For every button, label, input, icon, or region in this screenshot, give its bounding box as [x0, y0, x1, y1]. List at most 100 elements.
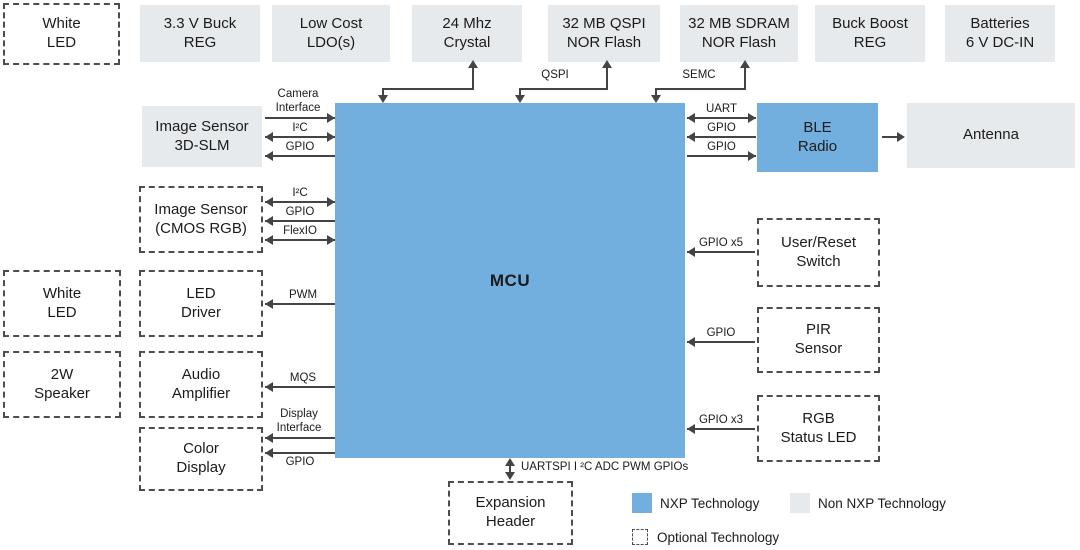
arrow-up-qspi-icon	[602, 60, 612, 68]
block-antenna: Antenna	[907, 103, 1075, 168]
line-gpio-ble-in	[687, 136, 756, 138]
line-gpio-x5	[687, 251, 755, 253]
block-image-sensor-3d: Image Sensor 3D-SLM	[142, 106, 262, 167]
line-camera-interface	[265, 117, 335, 119]
label-i2c-3d: I²C	[292, 122, 308, 134]
arrow-left-gpio-3d-icon	[265, 151, 273, 161]
arrow-left-gpio-cmos-icon	[265, 216, 273, 226]
label-semc: SEMC	[682, 69, 716, 81]
line-gpio-display	[265, 452, 335, 454]
arrow-up-semc-icon	[740, 60, 750, 68]
label-mqs: MQS	[289, 372, 317, 384]
line-qspi-horizontal	[519, 88, 608, 90]
label-uart: UART	[705, 103, 738, 115]
label-qspi: QSPI	[541, 69, 569, 81]
arrow-left-gpio-ble-in-icon	[687, 132, 695, 142]
label-gpio-x5: GPIO x5	[698, 237, 744, 249]
line-flexio	[265, 239, 335, 241]
block-batteries: Batteries 6 V DC-IN	[945, 5, 1055, 62]
arrow-down-semc-icon	[651, 95, 661, 103]
block-white-led-top: White LED	[3, 3, 120, 65]
line-gpio-3d	[265, 155, 335, 157]
line-display-interface	[265, 437, 335, 439]
label-flexio: FlexIO	[283, 225, 317, 237]
line-gpio-cmos	[265, 220, 335, 222]
label-expansion-bus: UARTSPI I ²C ADC PWM GPIOs	[521, 461, 689, 473]
arrow-up-crystal-icon	[468, 60, 478, 68]
legend-non-nxp-label: Non NXP Technology	[818, 496, 946, 511]
line-i2c-cmos	[265, 201, 335, 203]
arrow-right-ble-antenna-icon	[897, 132, 905, 142]
legend-nxp-swatch	[632, 493, 652, 513]
label-gpio-display: GPIO	[285, 456, 315, 468]
label-pwm: PWM	[288, 289, 318, 301]
arrow-left-mqs-icon	[265, 382, 273, 392]
arrow-left-pwm-icon	[265, 299, 273, 309]
line-crystal-drop	[382, 88, 384, 96]
arrow-up-expansion-icon	[505, 458, 515, 466]
block-2w-speaker: 2W Speaker	[3, 351, 121, 418]
label-i2c-cmos: I²C	[292, 187, 308, 199]
arrow-left-gpio-x3-icon	[687, 424, 695, 434]
block-ble-radio: BLE Radio	[757, 103, 878, 172]
legend-optional-label: Optional Technology	[657, 530, 780, 545]
block-rgb-status-led: RGB Status LED	[757, 395, 880, 462]
line-expansion	[509, 464, 511, 474]
line-mqs	[265, 386, 335, 388]
legend-optional-swatch	[632, 529, 648, 545]
block-ldo: Low Cost LDO(s)	[272, 5, 390, 62]
line-pwm	[265, 303, 335, 305]
line-gpio-ble-out	[687, 155, 756, 157]
arrow-right-camera-interface-icon	[327, 113, 335, 123]
line-crystal-vertical	[472, 66, 474, 88]
arrow-right-i2c-cmos-icon	[327, 197, 335, 207]
label-gpio-ble-out: GPIO	[707, 141, 736, 153]
label-display-interface: Display Interface	[276, 408, 322, 434]
block-expansion-header: Expansion Header	[448, 481, 573, 545]
block-color-display: Color Display	[139, 427, 263, 491]
line-crystal-horizontal	[382, 88, 474, 90]
label-gpio-3d: GPIO	[285, 141, 315, 153]
arrow-left-display-interface-icon	[265, 433, 273, 443]
block-buck-reg: 3.3 V Buck REG	[140, 5, 260, 62]
line-semc-vertical	[744, 66, 746, 88]
line-semc-horizontal	[655, 88, 746, 90]
arrow-left-gpio-x5-icon	[687, 247, 695, 257]
block-led-driver: LED Driver	[139, 270, 263, 337]
line-gpio-x3	[687, 428, 755, 430]
line-ble-antenna	[882, 136, 903, 138]
arrow-left-gpio-display-icon	[265, 448, 273, 458]
block-pir-sensor: PIR Sensor	[757, 307, 880, 373]
arrow-left-gpio-pir-icon	[687, 337, 695, 347]
arrow-left-i2c-cmos-icon	[265, 197, 273, 207]
legend-non-nxp-swatch	[790, 493, 810, 513]
block-image-sensor-cmos: Image Sensor (CMOS RGB)	[139, 186, 263, 253]
arrow-down-expansion-icon	[505, 472, 515, 480]
block-sdram: 32 MB SDRAM NOR Flash	[680, 5, 798, 62]
arrow-right-uart-icon	[748, 113, 756, 123]
line-qspi-drop	[519, 88, 521, 96]
line-qspi-vertical	[606, 66, 608, 88]
block-mcu: MCU	[335, 103, 685, 458]
arrow-left-uart-icon	[687, 113, 695, 123]
block-qspi-flash: 32 MB QSPI NOR Flash	[548, 5, 660, 62]
line-uart	[687, 117, 756, 119]
block-crystal: 24 Mhz Crystal	[412, 5, 522, 62]
label-gpio-x3: GPIO x3	[698, 414, 744, 426]
block-audio-amplifier: Audio Amplifier	[139, 351, 263, 418]
line-i2c-3d	[265, 136, 335, 138]
arrow-down-crystal-icon	[378, 95, 388, 103]
arrow-right-flexio-icon	[327, 235, 335, 245]
label-camera-interface: Camera Interface	[275, 88, 321, 114]
arrow-left-i2c-3d-icon	[265, 132, 273, 142]
block-white-led-left: White LED	[3, 270, 121, 337]
line-gpio-pir	[687, 341, 755, 343]
label-gpio-pir: GPIO	[706, 327, 736, 339]
block-buck-boost: Buck Boost REG	[815, 5, 925, 62]
arrow-left-flexio-icon	[265, 235, 273, 245]
label-gpio-cmos: GPIO	[285, 206, 315, 218]
block-user-reset-switch: User/Reset Switch	[757, 218, 880, 287]
arrow-down-qspi-icon	[515, 95, 525, 103]
label-gpio-ble-in: GPIO	[707, 122, 736, 134]
